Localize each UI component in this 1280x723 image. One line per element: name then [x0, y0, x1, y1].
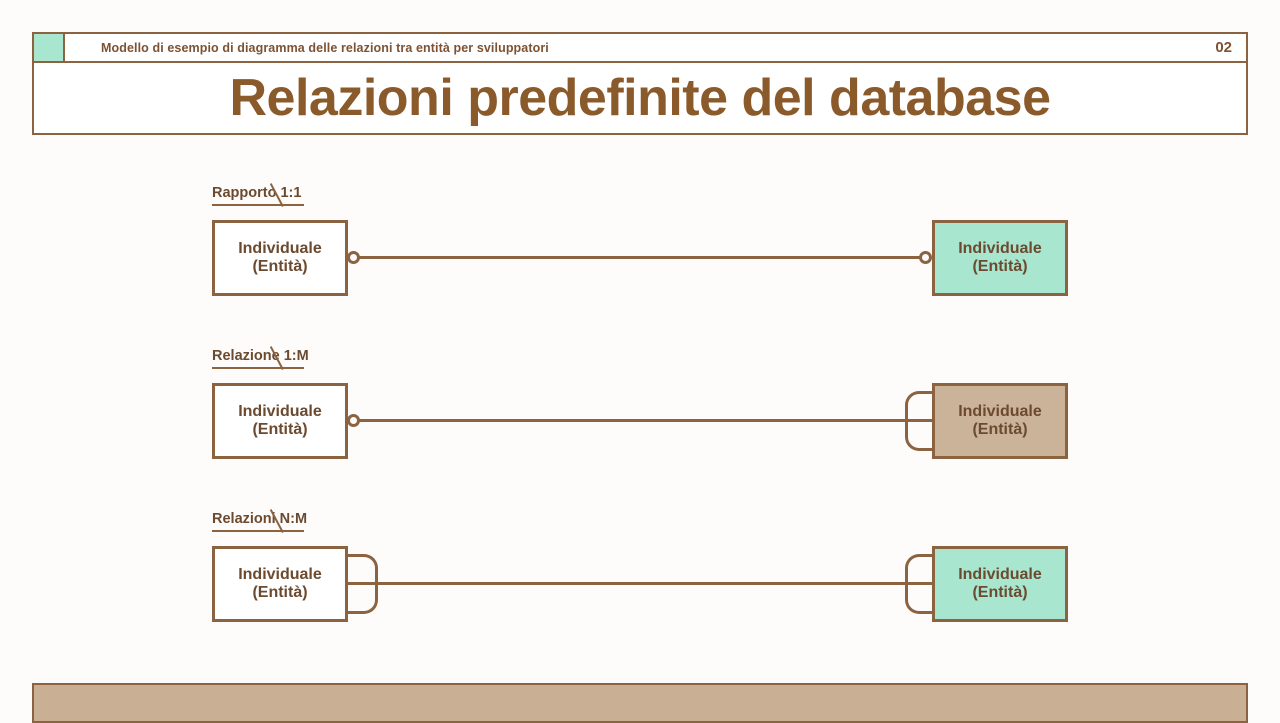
entity-right-1-1[interactable]: Individuale (Entità): [932, 220, 1068, 296]
connector-circle-left-1-m: [347, 414, 360, 427]
footer-bar: [32, 683, 1248, 723]
connector-circle-left-1-1: [347, 251, 360, 264]
connector-line-1-1: [348, 256, 928, 259]
relationship-label-1-m: Relazione 1:M: [212, 346, 309, 370]
connector-circle-right-1-1: [919, 251, 932, 264]
header-subtitle: Modello di esempio di diagramma delle re…: [101, 40, 549, 55]
entity-left-n-m-line1: Individuale: [238, 566, 322, 584]
entity-right-1-m[interactable]: Individuale (Entità): [932, 383, 1068, 459]
relationship-row-n-m: Relazioni N:M Individuale (Entità) Indiv…: [0, 461, 1280, 641]
relationship-row-1-m: Relazione 1:M Individuale (Entità) Indiv…: [0, 298, 1280, 478]
relationship-label-1-1: Rapporto 1:1: [212, 183, 304, 207]
entity-left-1-m[interactable]: Individuale (Entità): [212, 383, 348, 459]
relationship-label-1-m-text: Relazione 1:M: [212, 348, 309, 364]
page-number: 02: [1215, 39, 1232, 56]
title-block: Relazioni predefinite del database: [32, 63, 1248, 135]
entity-left-1-1-line1: Individuale: [238, 240, 322, 258]
entity-left-1-1[interactable]: Individuale (Entità): [212, 220, 348, 296]
crowfoot-mid-right-1-m: [905, 419, 935, 422]
relationship-label-n-m: Relazioni N:M: [212, 509, 308, 533]
entity-left-1-1-line2: (Entità): [252, 258, 308, 275]
entity-left-n-m[interactable]: Individuale (Entità): [212, 546, 348, 622]
entity-left-n-m-line2: (Entità): [252, 584, 308, 601]
label-underline-icon: [212, 204, 304, 206]
entity-right-n-m-line2: (Entità): [972, 584, 1028, 601]
slide-header: Modello di esempio di diagramma delle re…: [32, 32, 1248, 63]
entity-right-n-m[interactable]: Individuale (Entità): [932, 546, 1068, 622]
crowfoot-mid-left-n-m: [348, 582, 378, 585]
entity-left-1-m-line2: (Entità): [252, 421, 308, 438]
er-diagram: Rapporto 1:1 Individuale (Entità) Indivi…: [0, 135, 1280, 683]
entity-right-1-1-line2: (Entità): [972, 258, 1028, 275]
relationship-label-1-1-text: Rapporto 1:1: [212, 185, 302, 201]
relationship-label-n-m-text: Relazioni N:M: [212, 511, 308, 527]
crowfoot-mid-right-n-m: [905, 582, 935, 585]
header-bar: Modello di esempio di diagramma delle re…: [65, 32, 1248, 63]
relationship-row-1-1: Rapporto 1:1 Individuale (Entità) Indivi…: [0, 135, 1280, 315]
connector-line-1-m: [348, 419, 918, 422]
entity-right-1-1-line1: Individuale: [958, 240, 1042, 258]
header-accent-square: [32, 32, 65, 63]
entity-right-n-m-line1: Individuale: [958, 566, 1042, 584]
page-title: Relazioni predefinite del database: [229, 69, 1052, 127]
label-underline-icon: [212, 530, 304, 532]
entity-right-1-m-line2: (Entità): [972, 421, 1028, 438]
entity-right-1-m-line1: Individuale: [958, 403, 1042, 421]
connector-line-n-m: [348, 582, 918, 585]
label-underline-icon: [212, 367, 304, 369]
entity-left-1-m-line1: Individuale: [238, 403, 322, 421]
